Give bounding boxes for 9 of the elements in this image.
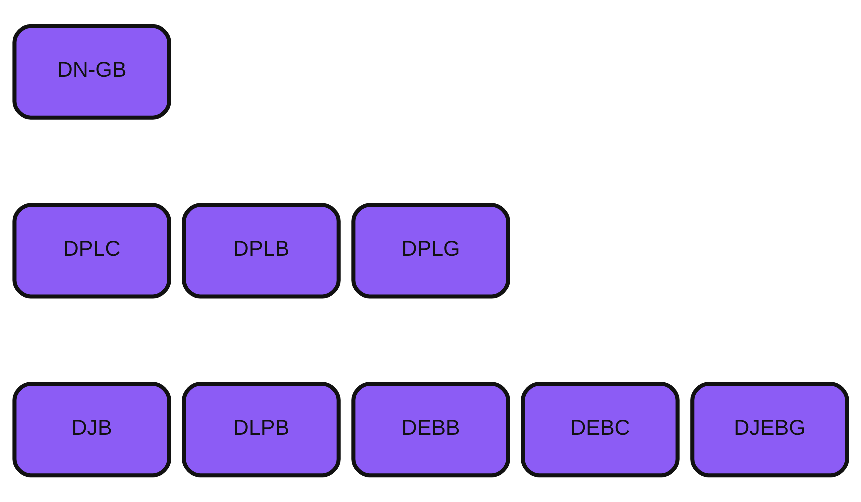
node-box: DN-GB — [12, 24, 171, 120]
node-box: DLPB — [182, 382, 340, 478]
node-box: DJB — [12, 382, 171, 478]
node-box: DJEBG — [690, 382, 849, 478]
node-box: DPLG — [351, 203, 510, 299]
node-box: DPLC — [12, 203, 171, 299]
node-box: DEBC — [520, 382, 680, 478]
node-box: DEBB — [351, 382, 510, 478]
node-box: DPLB — [182, 203, 340, 299]
